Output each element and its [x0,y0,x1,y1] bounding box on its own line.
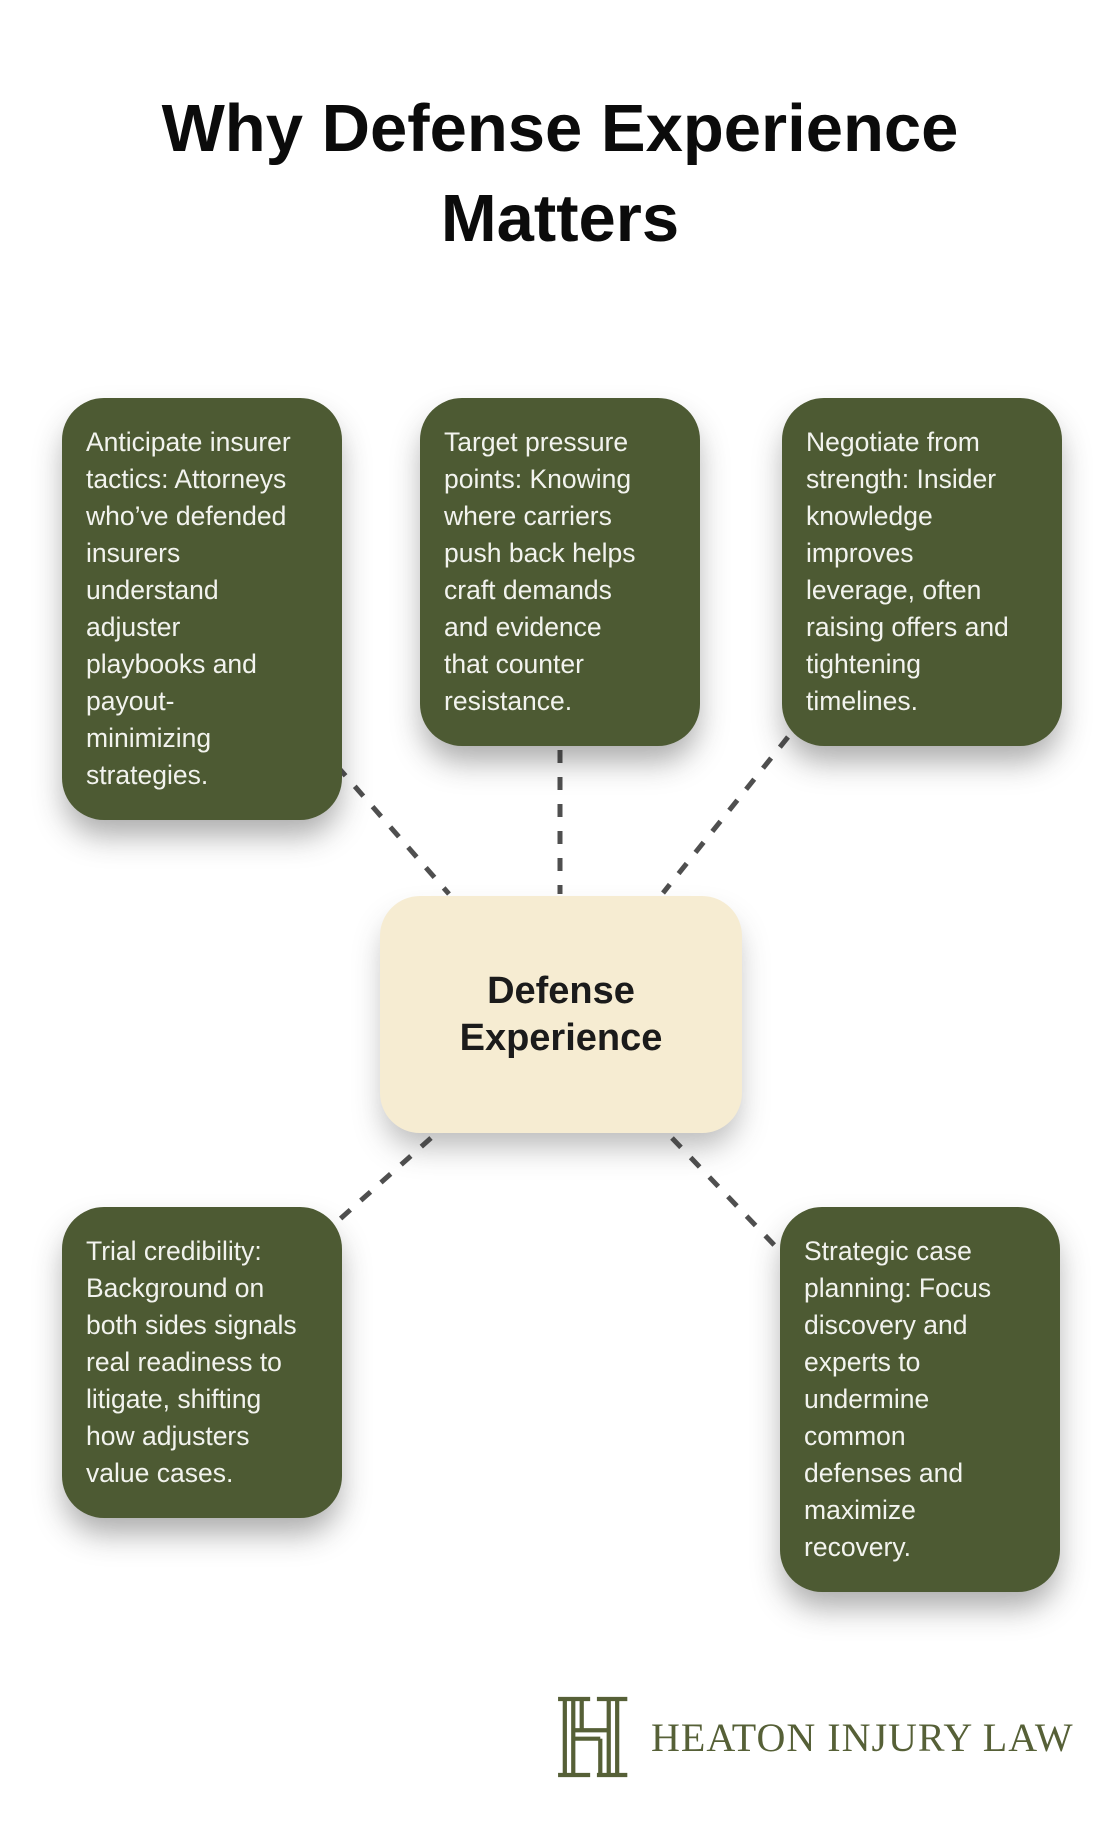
node-text: Strategic case planning: Focus discovery… [804,1236,992,1562]
brand-name: HEATON INJURY LAW [651,1714,1074,1760]
connector-bottom-right [670,1136,780,1251]
node-anticipate-insurer-tactics: Anticipate insurer tactics: Attorneys wh… [62,398,342,820]
node-text: Anticipate insurer tactics: Attorneys wh… [86,427,291,790]
connector-top-right [661,735,790,895]
node-strategic-case-planning: Strategic case planning: Focus discovery… [780,1207,1060,1592]
page-title: Why Defense Experience Matters [161,91,959,256]
node-target-pressure-points: Target pressure points: Knowing where ca… [420,398,700,746]
node-trial-credibility: Trial credibility: Background on both si… [62,1207,342,1518]
node-text: Target pressure points: Knowing where ca… [444,427,636,716]
center-node-defense-experience: Defense Experience [380,896,742,1133]
footer-brand: HEATON INJURY LAW [553,1694,1074,1780]
node-text: Trial credibility: Background on both si… [86,1236,297,1488]
node-negotiate-from-strength: Negotiate from strength: Insider knowled… [782,398,1062,746]
connector-bottom-left [338,1136,433,1221]
node-text: Negotiate from strength: Insider knowled… [806,427,1009,716]
connector-top-left [335,764,451,896]
heaton-h-monogram-icon [558,1696,628,1778]
center-node-label: Defense Experience [459,969,663,1059]
